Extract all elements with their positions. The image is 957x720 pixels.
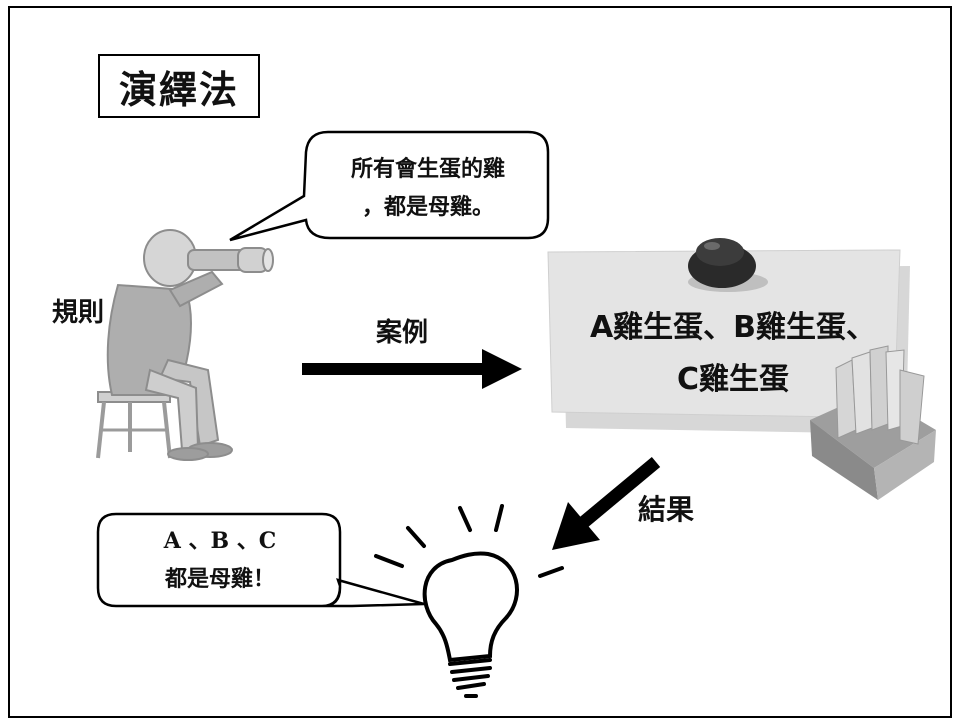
lightbulb-icon — [374, 504, 564, 698]
result-speech-bubble — [96, 512, 425, 608]
result-label: 結果 — [638, 493, 695, 526]
result-bubble-line-2: 都是母雞！ — [164, 566, 275, 592]
case-note-line-1: A雞生蛋、B雞生蛋、 — [589, 310, 877, 345]
file-box-icon — [810, 345, 936, 500]
man-with-binoculars-icon — [96, 229, 274, 461]
pushpin-icon — [688, 238, 768, 292]
rule-speech-bubble — [229, 130, 550, 242]
case-arrow — [302, 349, 522, 389]
result-arrow — [552, 457, 661, 550]
result-bubble-line-1: A 、B 、C — [163, 528, 277, 554]
result-bubble-text: A 、B 、C 都是母雞！ — [104, 522, 336, 598]
rule-bubble-text: 所有會生蛋的雞 ，都是母雞。 — [312, 150, 544, 226]
page-title: 演繹法 — [98, 54, 260, 118]
case-note-text: A雞生蛋、B雞生蛋、 C雞生蛋 — [548, 302, 918, 406]
rule-bubble-line-1: 所有會生蛋的雞 — [350, 156, 505, 182]
case-note — [547, 249, 910, 434]
rule-bubble-line-2: ，都是母雞。 — [361, 194, 494, 220]
case-note-line-2: C雞生蛋 — [676, 362, 790, 397]
case-label: 案例 — [376, 318, 429, 348]
rule-label: 規則 — [52, 298, 105, 328]
